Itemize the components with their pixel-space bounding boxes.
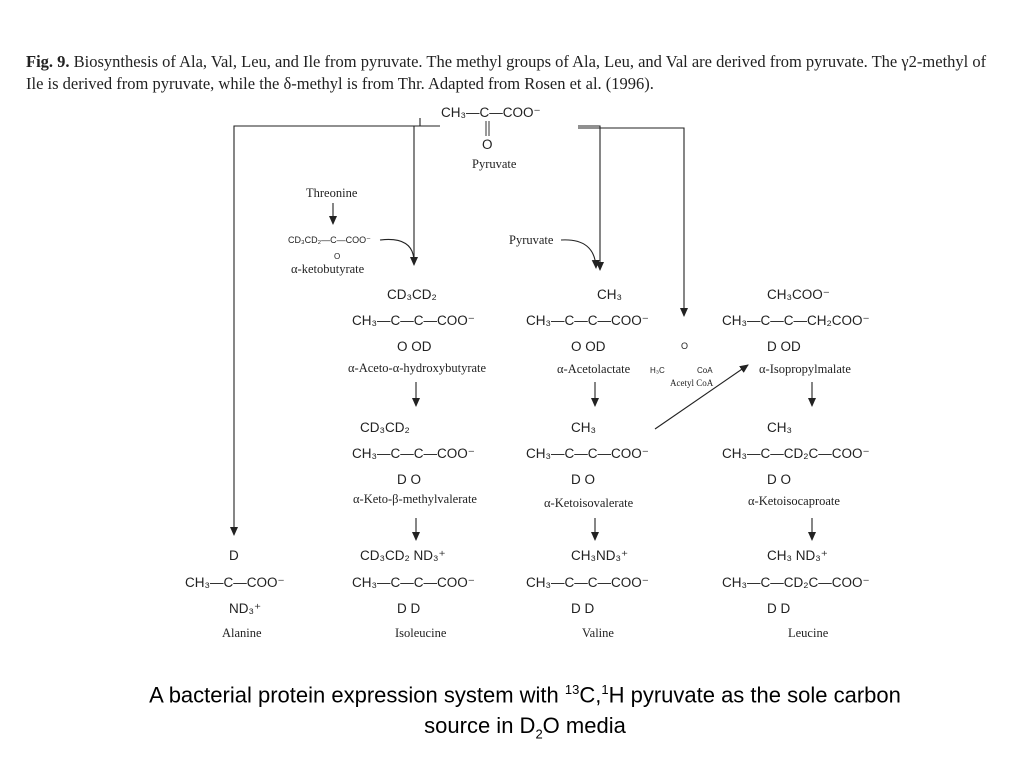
pyruvate-name: Pyruvate <box>472 157 517 171</box>
compound-leucine: CH₃ ND₃⁺ CH₃—C—CD₂C—COO⁻ D D Leucine <box>722 548 870 640</box>
compound-keto-methylvalerate: CD₃CD₂ CH₃—C—C—COO⁻ D O α-Keto-β-methylv… <box>352 420 477 506</box>
ketoisovalerate-bottom: D O <box>571 472 595 487</box>
isoleucine-name: Isoleucine <box>395 626 447 640</box>
arrow-side-pyruvate-to-acetolactate <box>560 239 600 269</box>
figure-label: Fig. 9. <box>26 52 70 71</box>
ketoisocaproate-name: α-Ketoisocaproate <box>748 494 840 508</box>
arrow-pyruvate-to-isopropylmalate <box>578 127 688 317</box>
footer-line1-c: H pyruvate as the sole carbon <box>608 682 901 708</box>
compound-valine: CH₃ND₃⁺ CH₃—C—C—COO⁻ D D Valine <box>526 548 649 640</box>
isopropylmalate-top: CH₃COO⁻ <box>767 287 830 302</box>
acetolactate-bottom: O OD <box>571 339 606 354</box>
threonine-name: Threonine <box>306 186 358 200</box>
compound-aceto-hydroxybutyrate: CD₃CD₂ CH₃—C—C—COO⁻ O OD α-Aceto-α-hydro… <box>348 287 487 375</box>
acetolactate-top: CH₃ <box>597 287 622 302</box>
compound-isopropylmalate: CH₃COO⁻ CH₃—C—C—CH₂COO⁻ D OD α-Isopropyl… <box>722 287 870 376</box>
isoleucine-top: CD₃CD₂ ND₃⁺ <box>360 548 446 563</box>
acetohydroxybutyrate-main: CH₃—C—C—COO⁻ <box>352 313 475 328</box>
isoleucine-main: CH₃—C—C—COO⁻ <box>352 575 475 590</box>
ketobutyrate-formula: CD₃CD₂—C—COO⁻ <box>288 235 371 245</box>
arrow-pyruvate-to-alanine <box>230 125 440 536</box>
footer-line-1: A bacterial protein expression system wi… <box>60 674 990 710</box>
alanine-top: D <box>229 548 239 563</box>
ketoisocaproate-main: CH₃—C—CD₂C—COO⁻ <box>722 446 870 461</box>
footer-line1-b: C, <box>579 682 602 708</box>
caption-text-1: Biosynthesis of Ala, Val, Leu, and Ile f… <box>69 52 902 71</box>
figure-caption: Fig. 9. Biosynthesis of Ala, Val, Leu, a… <box>26 51 996 95</box>
valine-bottom: D D <box>571 601 595 616</box>
pyruvate-formula: CH₃—C—COO⁻ <box>441 105 541 120</box>
leucine-bottom: D D <box>767 601 791 616</box>
ketoisovalerate-main: CH₃—C—C—COO⁻ <box>526 446 649 461</box>
acetyl-coa-name: Acetyl CoA <box>670 378 714 388</box>
footer-line2-b: O media <box>542 713 626 739</box>
arrow-pyruvate-to-acetolactate <box>578 125 604 271</box>
footer-line2-a: source in D <box>424 713 536 739</box>
ketobutyrate-oxygen: O <box>334 252 340 261</box>
alanine-name: Alanine <box>222 626 262 640</box>
ketoisocaproate-top: CH₃ <box>767 420 792 435</box>
compound-pyruvate: CH₃—C—COO⁻ O Pyruvate <box>441 105 541 171</box>
caption-text-3: -methyl is from Thr. Adapted from Rosen … <box>291 74 654 93</box>
compound-acetolactate: CH₃ CH₃—C—C—COO⁻ O OD α-Acetolactate <box>526 287 649 376</box>
footer-sup-13: 13 <box>564 682 580 697</box>
isopropylmalate-bottom: D OD <box>767 339 801 354</box>
valine-name: Valine <box>582 626 614 640</box>
slide-footer-text: A bacterial protein expression system wi… <box>60 674 990 750</box>
ketomethylvalerate-main: CH₃—C—C—COO⁻ <box>352 446 475 461</box>
leucine-name: Leucine <box>788 626 829 640</box>
acetohydroxybutyrate-name: α-Aceto-α-hydroxybutyrate <box>348 361 487 375</box>
ketobutyrate-name: α-ketobutyrate <box>291 262 365 276</box>
isopropylmalate-main: CH₃—C—C—CH₂COO⁻ <box>722 313 870 328</box>
caption-delta: δ <box>283 74 292 93</box>
ketomethylvalerate-bottom: D O <box>397 472 421 487</box>
acetolactate-main: CH₃—C—C—COO⁻ <box>526 313 649 328</box>
arrow-ketobutyrate-join <box>379 238 415 263</box>
ketomethylvalerate-name: α-Keto-β-methylvalerate <box>353 492 477 506</box>
arrow-pyruvate-to-acetohydroxybutyrate <box>414 118 420 265</box>
pyruvate-side-name: Pyruvate <box>509 233 554 247</box>
acetyl-coa-h3c: H₃C <box>650 366 665 375</box>
pyruvate-oxygen: O <box>482 137 493 152</box>
leucine-top: CH₃ ND₃⁺ <box>767 548 828 563</box>
isoleucine-bottom: D D <box>397 601 421 616</box>
acetohydroxybutyrate-bottom: O OD <box>397 339 432 354</box>
arrow-acetolactate-to-isopropylmalate <box>654 364 749 430</box>
compound-ketoisocaproate: CH₃ CH₃—C—CD₂C—COO⁻ D O α-Ketoisocaproat… <box>722 420 870 508</box>
isopropylmalate-name: α-Isopropylmalate <box>759 362 851 376</box>
alanine-main: CH₃—C—COO⁻ <box>185 575 285 590</box>
footer-sup-1: 1 <box>601 682 609 697</box>
caption-text-2: 2-methyl of Ile is derived from pyruvate… <box>26 52 987 93</box>
acetohydroxybutyrate-top: CD₃CD₂ <box>387 287 437 302</box>
ketomethylvalerate-top: CD₃CD₂ <box>360 420 410 435</box>
compound-ketobutyrate: CD₃CD₂—C—COO⁻ O α-ketobutyrate <box>288 235 371 276</box>
footer-line-2: source in D2O media <box>60 710 990 749</box>
valine-top: CH₃ND₃⁺ <box>571 548 628 563</box>
ketoisocaproate-bottom: D O <box>767 472 791 487</box>
ketoisovalerate-top: CH₃ <box>571 420 596 435</box>
footer-line1-a: A bacterial protein expression system wi… <box>149 682 565 708</box>
caption-gamma: γ <box>901 52 909 71</box>
compound-alanine: D CH₃—C—COO⁻ ND₃⁺ Alanine <box>185 548 285 640</box>
acetyl-coa-coa: CoA <box>697 366 713 375</box>
pathway-diagram: CH₃—C—COO⁻ O Pyruvate Threonine CD₃CD₂—C… <box>185 105 870 640</box>
leucine-main: CH₃—C—CD₂C—COO⁻ <box>722 575 870 590</box>
footer-sub-2: 2 <box>535 726 543 742</box>
acetolactate-name: α-Acetolactate <box>557 362 631 376</box>
valine-main: CH₃—C—C—COO⁻ <box>526 575 649 590</box>
alanine-bottom: ND₃⁺ <box>229 601 261 616</box>
ketoisovalerate-name: α-Ketoisovalerate <box>544 496 634 510</box>
acetyl-coa-oxygen: O <box>681 341 688 351</box>
compound-ketoisovalerate: CH₃ CH₃—C—C—COO⁻ D O α-Ketoisovalerate <box>526 420 649 510</box>
compound-isoleucine: CD₃CD₂ ND₃⁺ CH₃—C—C—COO⁻ D D Isoleucine <box>352 548 475 640</box>
compound-acetyl-coa: O H₃C CoA Acetyl CoA <box>650 341 714 388</box>
